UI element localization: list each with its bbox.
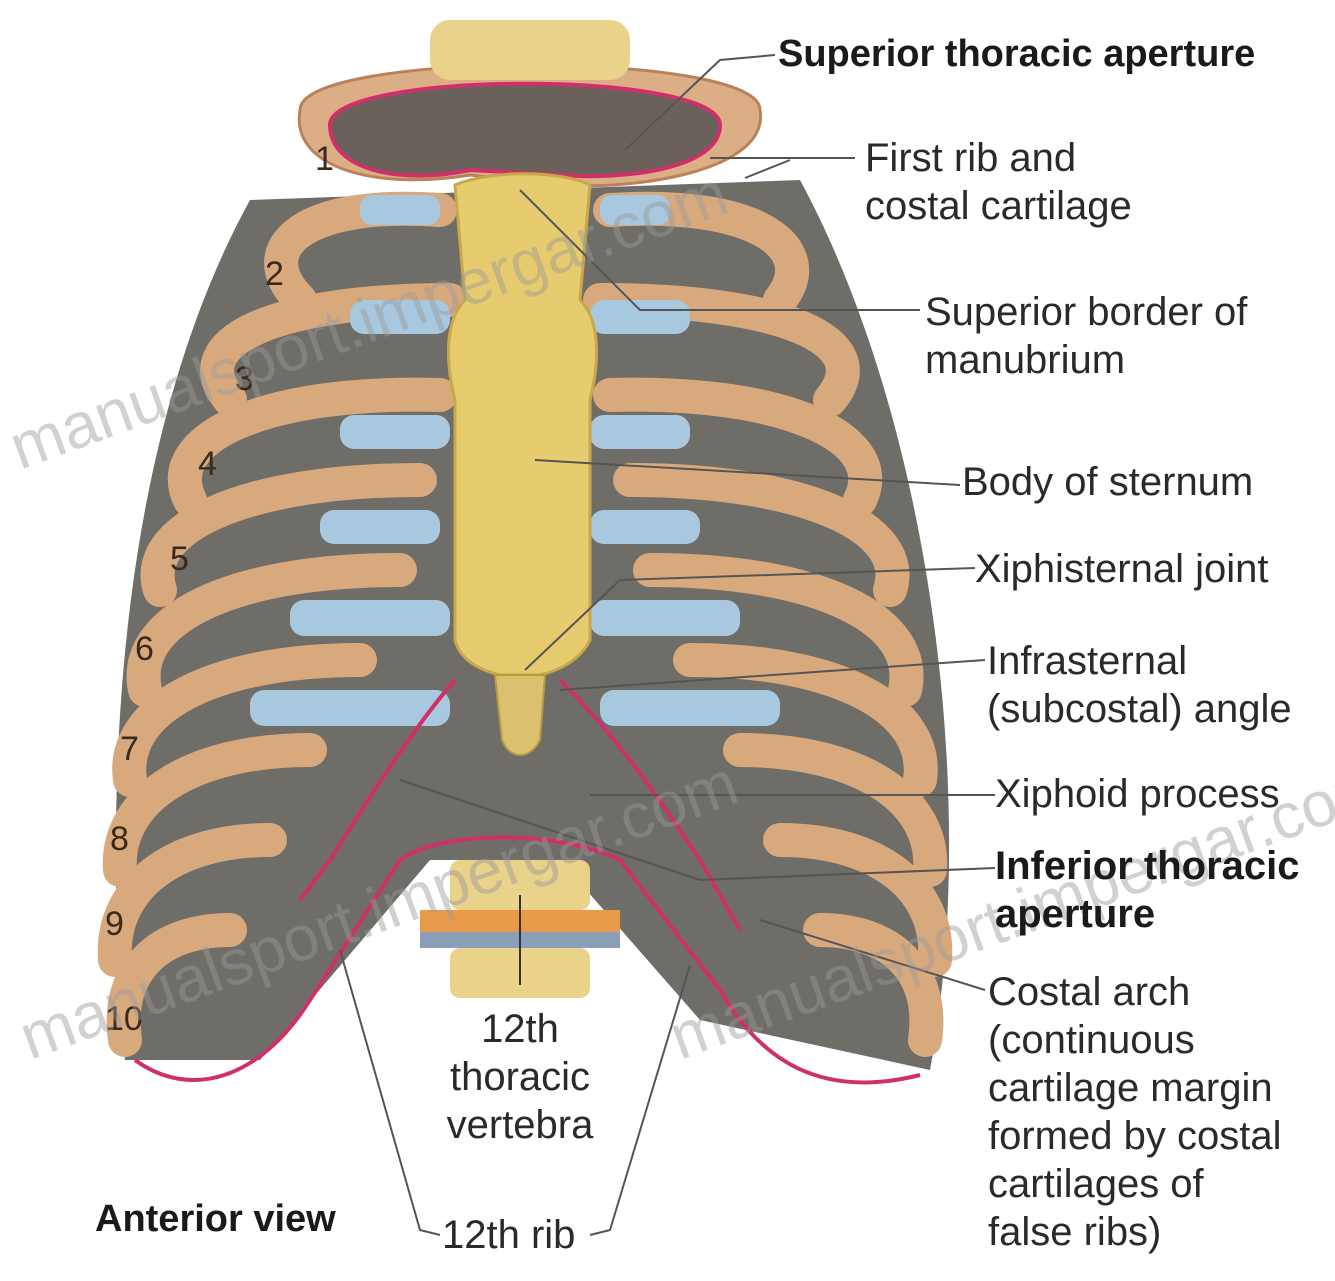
label-first-rib-line1: First rib and [865,134,1076,182]
label-12th-rib: 12th rib [442,1211,575,1259]
rib-number-6: 6 [135,630,154,668]
rib-number-5: 5 [170,540,189,578]
label-vertebra-line3: vertebra [420,1101,620,1149]
cartilage-right-6 [600,690,780,726]
label-superior-border-line2: manubrium [925,336,1125,384]
label-inferior-aperture-line2: aperture [995,890,1155,938]
label-costal-arch-line6: false ribs) [988,1208,1161,1256]
leader-first-cartilage [745,160,790,178]
label-inferior-aperture-line1: Inferior thoracic [995,842,1300,890]
cartilage-right-3 [590,415,690,449]
cartilage-left-5 [290,600,450,636]
label-costal-arch-line5: cartilages of [988,1160,1204,1208]
label-costal-arch-line1: Costal arch [988,968,1190,1016]
label-infrasternal-line2: (subcostal) angle [987,685,1292,733]
label-costal-arch-line2: (continuous [988,1016,1195,1064]
rib-number-7: 7 [120,730,139,768]
label-anterior-view: Anterior view [95,1195,336,1243]
cartilage-right-4 [590,510,700,544]
label-xiphisternal-joint: Xiphisternal joint [975,545,1269,593]
label-vertebra-line2: thoracic [420,1053,620,1101]
cartilage-left-6 [250,690,450,726]
cartilage-left-4 [320,510,440,544]
rib-number-9: 9 [105,905,124,943]
label-costal-arch-line3: cartilage margin [988,1064,1273,1112]
superior-aperture [330,84,720,176]
label-vertebra-line1: 12th [420,1005,620,1053]
label-body-of-sternum: Body of sternum [962,458,1253,506]
cartilage-right-5 [590,600,740,636]
label-superior-border-line1: Superior border of [925,288,1247,336]
rib-number-2: 2 [265,255,284,293]
label-infrasternal-line1: Infrasternal [987,637,1187,685]
xiphoid [495,675,545,755]
cartilage-right-2 [590,300,690,334]
cartilage-left-3 [340,415,450,449]
cartilage-left-1 [360,195,440,225]
label-first-rib-line2: costal cartilage [865,182,1132,230]
label-costal-arch-line4: formed by costal [988,1112,1281,1160]
first-thoracic-vertebra [430,20,630,80]
label-xiphoid-process: Xiphoid process [995,770,1280,818]
rib-number-4: 4 [198,445,217,483]
label-superior-thoracic-aperture: Superior thoracic aperture [778,30,1255,78]
rib-number-8: 8 [110,820,129,858]
rib-number-1: 1 [315,140,334,178]
